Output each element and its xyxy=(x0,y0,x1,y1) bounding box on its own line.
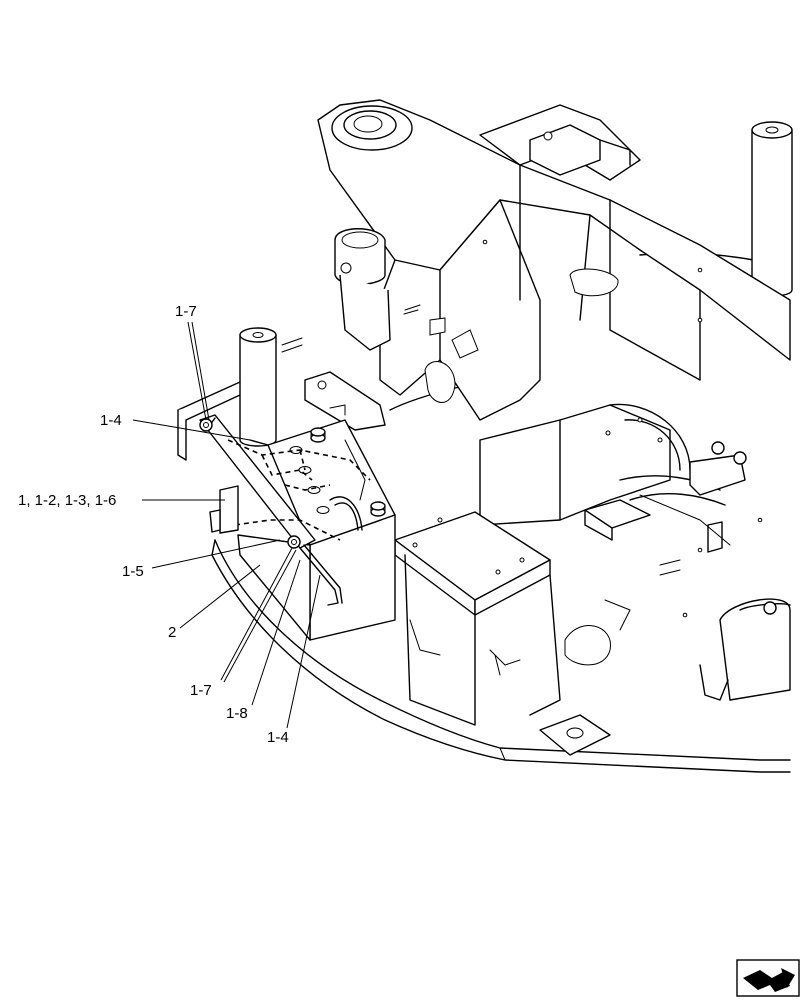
callout-1-4-top: 1-4 xyxy=(100,412,122,429)
bracket-assembly xyxy=(209,485,239,534)
callout-labels: 1-7 1-4 1, 1-2, 1-3, 1-6 1-5 2 1-7 1-8 1… xyxy=(18,303,289,746)
right-post xyxy=(751,121,793,297)
main-frame xyxy=(304,99,791,431)
next-page-arrow-icon[interactable] xyxy=(736,959,800,997)
front-pedestal xyxy=(394,511,631,756)
callout-1-5: 1-5 xyxy=(122,563,144,580)
callout-1-7-bottom: 1-7 xyxy=(190,682,212,699)
callout-1-8: 1-8 xyxy=(226,705,248,722)
callout-2: 2 xyxy=(168,624,176,641)
callout-1-7-top: 1-7 xyxy=(175,303,197,320)
left-post xyxy=(177,327,303,461)
right-pedestal xyxy=(584,494,791,701)
center-mount xyxy=(479,403,747,553)
battery-holder xyxy=(199,414,371,549)
callout-1-4-bottom: 1-4 xyxy=(267,729,289,746)
hold-down-bolts xyxy=(199,417,343,606)
callout-group: 1, 1-2, 1-3, 1-6 xyxy=(18,492,116,509)
leader-lines xyxy=(132,321,321,729)
